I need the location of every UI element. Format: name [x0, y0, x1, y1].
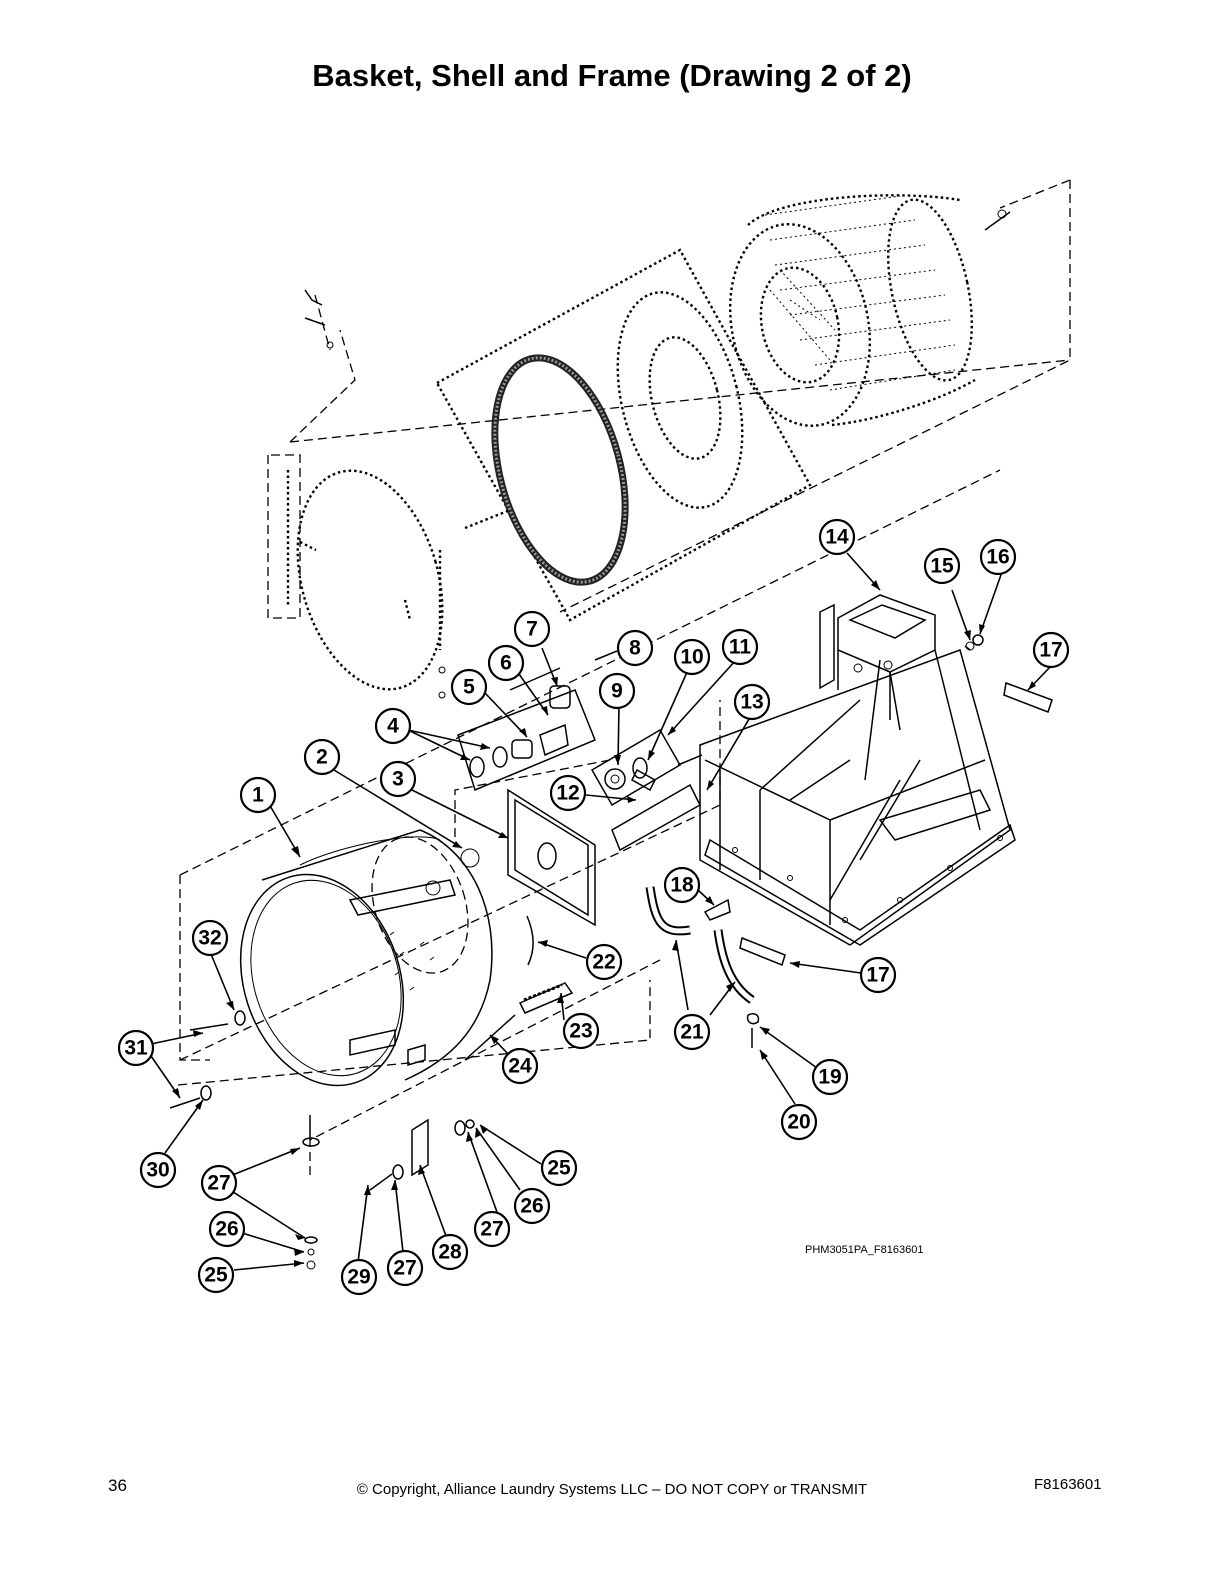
callout-12: 12 — [549, 774, 587, 812]
callout-23: 23 — [562, 1012, 600, 1050]
svg-text:25: 25 — [547, 1157, 571, 1180]
callout-2: 2 — [303, 738, 341, 776]
drive-belt — [491, 354, 629, 586]
callout-27-top: 27 — [200, 1164, 238, 1202]
callout-16: 16 — [979, 538, 1017, 576]
svg-text:26: 26 — [215, 1218, 238, 1241]
labels-and-strips — [464, 681, 1053, 1061]
callout-25-left: 25 — [197, 1256, 235, 1294]
callout-31: 31 — [117, 1029, 155, 1067]
callout-13: 13 — [733, 683, 771, 721]
machine-frame — [699, 594, 1016, 946]
basket-drum — [728, 194, 1011, 427]
callout-28: 28 — [431, 1233, 469, 1271]
svg-text:23: 23 — [569, 1020, 592, 1043]
svg-text:30: 30 — [146, 1159, 169, 1182]
svg-text:1: 1 — [252, 784, 264, 807]
svg-text:17: 17 — [866, 964, 889, 987]
svg-text:17: 17 — [1039, 639, 1062, 662]
svg-text:13: 13 — [740, 691, 763, 714]
callout-5: 5 — [450, 668, 488, 706]
rear-pulley-ring — [267, 289, 446, 699]
svg-text:21: 21 — [680, 1021, 704, 1044]
callout-32: 32 — [191, 919, 229, 957]
svg-text:2: 2 — [316, 746, 328, 769]
basket-drum-drawing — [179, 179, 1071, 876]
callout-14: 14 — [818, 518, 856, 556]
svg-text:28: 28 — [438, 1241, 462, 1264]
callout-21-left: 21 — [673, 1013, 711, 1051]
leader-lines — [150, 552, 1053, 1271]
callout-8: 8 — [616, 629, 654, 667]
svg-text:31: 31 — [124, 1037, 148, 1060]
svg-text:22: 22 — [592, 951, 615, 974]
svg-text:25: 25 — [204, 1264, 228, 1287]
copyright-notice: © Copyright, Alliance Laundry Systems LL… — [356, 1481, 868, 1498]
callout-18: 18 — [663, 866, 701, 904]
svg-text:24: 24 — [508, 1055, 532, 1078]
svg-text:3: 3 — [392, 768, 404, 791]
page-number: 36 — [108, 1476, 127, 1495]
callout-19: 19 — [811, 1058, 849, 1096]
svg-text:18: 18 — [670, 874, 694, 897]
callout-17-lower: 17 — [859, 956, 897, 994]
callout-25-right: 25 — [540, 1149, 578, 1187]
callout-4: 4 — [374, 707, 412, 745]
hoses — [645, 886, 760, 1048]
callout-7: 7 — [513, 610, 551, 648]
svg-text:8: 8 — [629, 637, 641, 660]
callout-6: 6 — [487, 644, 525, 682]
outer-shell — [239, 829, 493, 1087]
callout-15: 15 — [923, 547, 961, 585]
svg-text:14: 14 — [825, 526, 849, 549]
svg-text:20: 20 — [787, 1111, 810, 1134]
svg-text:12: 12 — [556, 782, 579, 805]
svg-text:11: 11 — [729, 636, 752, 659]
svg-text:5: 5 — [463, 676, 475, 699]
svg-text:27: 27 — [207, 1172, 230, 1195]
svg-text:7: 7 — [526, 618, 538, 641]
part-3-plate — [460, 788, 596, 927]
callout-17-upper: 17 — [1032, 631, 1070, 669]
svg-text:27: 27 — [393, 1257, 416, 1280]
page-title: Basket, Shell and Frame (Drawing 2 of 2) — [312, 58, 912, 93]
callout-3: 3 — [379, 760, 417, 798]
callout-20: 20 — [780, 1103, 818, 1141]
basket-ring-plate — [616, 291, 744, 509]
svg-text:27: 27 — [480, 1218, 503, 1241]
svg-text:10: 10 — [680, 646, 703, 669]
svg-text:15: 15 — [930, 555, 954, 578]
callout-27-mid: 27 — [473, 1210, 511, 1248]
callout-11: 11 — [721, 628, 759, 666]
part-12-13 — [611, 754, 703, 852]
svg-text:29: 29 — [347, 1266, 370, 1289]
svg-text:16: 16 — [986, 546, 1009, 569]
callout-22: 22 — [585, 943, 623, 981]
document-id: F8163601 — [1034, 1476, 1102, 1493]
callout-1: 1 — [239, 776, 277, 814]
svg-text:6: 6 — [500, 652, 512, 675]
parts-group-9-11 — [590, 728, 682, 807]
svg-text:26: 26 — [520, 1195, 543, 1218]
callout-26-right: 26 — [513, 1187, 551, 1225]
callout-9: 9 — [598, 672, 636, 710]
callout-29: 29 — [340, 1258, 378, 1296]
callout-10: 10 — [673, 638, 711, 676]
svg-text:19: 19 — [818, 1066, 841, 1089]
drawing-reference: PHM3051PA_F8163601 — [805, 1244, 924, 1256]
callout-26-left: 26 — [208, 1210, 246, 1248]
svg-text:9: 9 — [611, 680, 623, 703]
parts-group-4-8 — [457, 667, 596, 792]
svg-text:32: 32 — [198, 927, 221, 950]
svg-text:4: 4 — [387, 715, 399, 738]
callout-30: 30 — [139, 1151, 177, 1189]
fasteners — [169, 634, 984, 1270]
callout-24: 24 — [501, 1047, 539, 1085]
callout-27-bottom: 27 — [386, 1249, 424, 1287]
leader-arrowheads — [172, 580, 1036, 1267]
